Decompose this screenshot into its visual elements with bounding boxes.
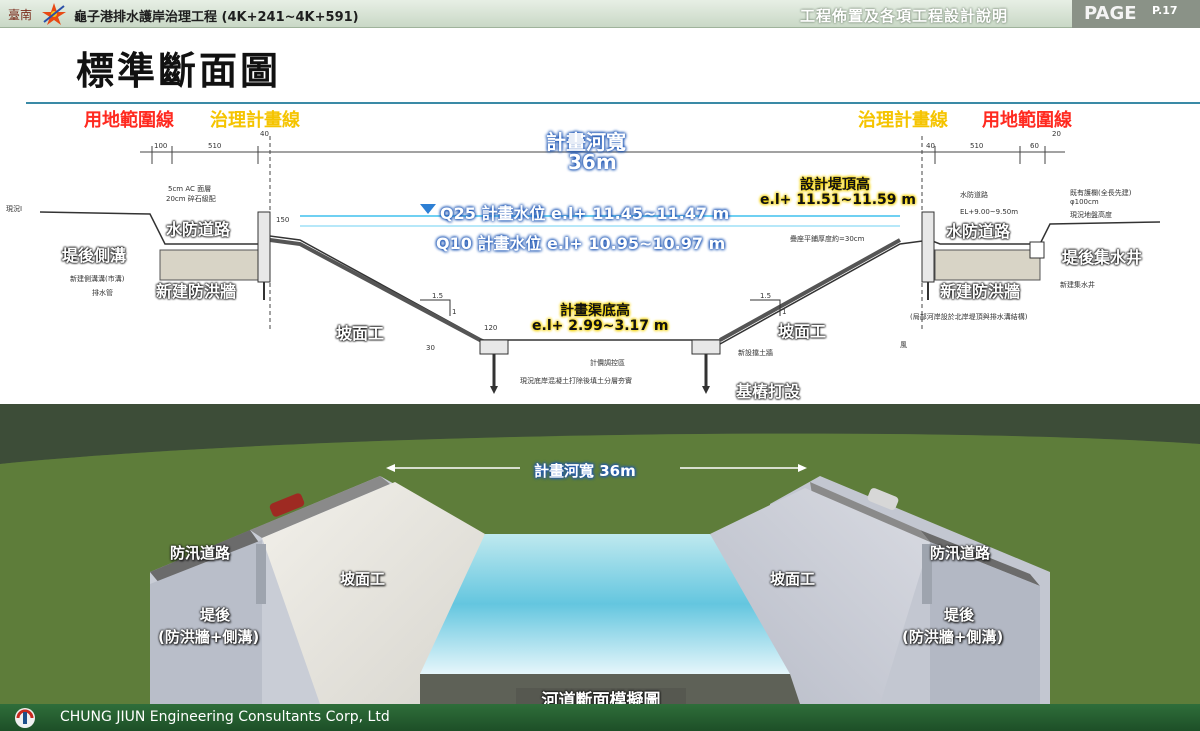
header-bar: 臺南 龜子港排水護岸治理工程 (4K+241~4K+591) 工程佈置及各項工程… xyxy=(0,0,1200,28)
note-wall: 新設擋土牆 xyxy=(738,349,773,357)
page-number: P.17 xyxy=(1152,4,1178,17)
note-rail: 既有護欄(全長先建) xyxy=(1070,189,1132,197)
plan-line-right: 治理計畫線 xyxy=(858,110,948,131)
dim-40-left: 40 xyxy=(260,130,269,138)
note-ground-right: 現況地盤高度 xyxy=(1070,211,1112,219)
note-pipe-right: φ100cm xyxy=(1070,198,1099,206)
note-ac-layer: 5cm AC 面層 xyxy=(168,185,212,193)
note-bottom: 現況底岸混凝土打除後填土分層夯實 xyxy=(520,377,632,385)
note-el: EL+9.00~9.50m xyxy=(960,208,1019,216)
dim-60: 60 xyxy=(1030,142,1039,150)
dim-20: 20 xyxy=(1052,130,1061,138)
model-rear-left-1: 堤後 xyxy=(200,606,231,624)
note-bank: (局部河岸設於北岸堤頂與排水溝結構) xyxy=(910,313,1028,321)
company-logo-icon xyxy=(15,708,35,728)
dim-slope-left: 1.5 xyxy=(432,292,444,300)
plan-line-left: 治理計畫線 xyxy=(210,110,300,131)
dim-510-left: 510 xyxy=(208,142,222,150)
note-brick: 計價調控區 xyxy=(590,359,625,367)
slope-work-right: 坡面工 xyxy=(778,322,827,341)
note-depth: 疊座平鋪厚度約=30cm xyxy=(790,235,865,243)
footer-bar: CHUNG JIUN Engineering Consultants Corp,… xyxy=(0,704,1200,731)
tainan-logo: 臺南 xyxy=(8,3,66,25)
dim-100: 100 xyxy=(154,142,168,150)
note-base-layer: 20cm 碎石級配 xyxy=(166,195,216,203)
note-well: 新建集水井 xyxy=(1060,281,1095,289)
note-pipe: 排水管 xyxy=(92,289,113,297)
arrow-right-icon xyxy=(798,464,807,472)
land-boundary-left: 用地範圍線 xyxy=(84,110,174,131)
model-slope-left: 坡面工 xyxy=(340,570,386,588)
project-title: 龜子港排水護岸治理工程 (4K+241~4K+591) xyxy=(74,10,359,25)
title-divider xyxy=(26,102,1200,104)
dim-one-left: 1 xyxy=(452,308,457,316)
model-rear-right-2: (防洪牆+側溝) xyxy=(902,628,1004,646)
dike-top-label: 設計堤頂高 xyxy=(800,177,870,193)
model-illustration xyxy=(0,404,1200,704)
cross-section-drawing: 用地範圍線 治理計畫線 治理計畫線 用地範圍線 計畫河寬 36m Q25 計畫水… xyxy=(0,104,1200,404)
pile-label: 基樁打設 xyxy=(736,382,801,401)
rear-ditch: 堤後側溝 xyxy=(62,246,127,265)
svg-text:臺南: 臺南 xyxy=(8,7,32,22)
dim-slope-right: 1.5 xyxy=(760,292,772,300)
rear-well: 堤後集水井 xyxy=(1062,248,1143,267)
model-rear-left-2: (防洪牆+側溝) xyxy=(158,628,260,646)
cross-section-lines xyxy=(39,136,1161,394)
model-road-right: 防汛道路 xyxy=(930,544,991,562)
page-indicator: PAGE P.17 xyxy=(1072,0,1200,28)
dim-510-right: 510 xyxy=(970,142,984,150)
new-wall-left: 新建防洪牆 xyxy=(156,282,237,301)
dike-top-value: e.l+ 11.51~11.59 m xyxy=(760,192,916,208)
bed-elevation-label: 計畫渠底高 xyxy=(560,303,630,319)
model-slope-right: 坡面工 xyxy=(770,570,816,588)
slide-title: 標準斷面圖 xyxy=(76,49,282,93)
note-existing: 現況I xyxy=(6,205,23,213)
q25-water-level: Q25 計畫水位 e.l+ 11.45~11.47 m xyxy=(440,204,730,223)
land-boundary-right: 用地範圍線 xyxy=(982,110,1072,131)
bed-elevation-value: e.l+ 2.99~3.17 m xyxy=(532,318,669,334)
model-road-left: 防汛道路 xyxy=(170,544,231,562)
note-right-end: 風 xyxy=(900,341,907,349)
dim-40-right: 40 xyxy=(926,142,935,150)
new-wall-right: 新建防洪牆 xyxy=(940,282,1021,301)
model-width-label: 計畫河寬 36m xyxy=(534,462,636,480)
model-rear-right-1: 堤後 xyxy=(944,606,975,624)
dim-one-right: 1 xyxy=(782,308,787,316)
water-level-marker-icon xyxy=(420,204,436,214)
river-width-label: 計畫河寬 xyxy=(546,130,626,154)
flood-road-left: 水防道路 xyxy=(166,220,231,239)
dim-150: 150 xyxy=(276,216,290,224)
company-name: CHUNG JIUN Engineering Consultants Corp,… xyxy=(60,709,390,725)
river-model-render: 計畫河寬 36m 防汛道路 防汛道路 坡面工 坡面工 堤後 (防洪牆+側溝) 堤… xyxy=(0,404,1200,704)
flood-road-right: 水防道路 xyxy=(946,222,1011,241)
dim-120: 120 xyxy=(484,324,498,332)
section-title: 工程佈置及各項工程設計說明 xyxy=(800,7,1009,25)
river-width-value: 36m xyxy=(568,150,617,174)
note-road-right: 水防道路 xyxy=(960,191,988,199)
slope-work-left: 坡面工 xyxy=(336,324,385,343)
q10-water-level: Q10 計畫水位 e.l+ 10.95~10.97 m xyxy=(436,234,726,253)
page-word: PAGE xyxy=(1084,3,1137,24)
dim-30: 30 xyxy=(426,344,435,352)
arrow-left-icon xyxy=(386,464,395,472)
note-ditch: 新建側溝溝(市溝) xyxy=(70,275,125,283)
